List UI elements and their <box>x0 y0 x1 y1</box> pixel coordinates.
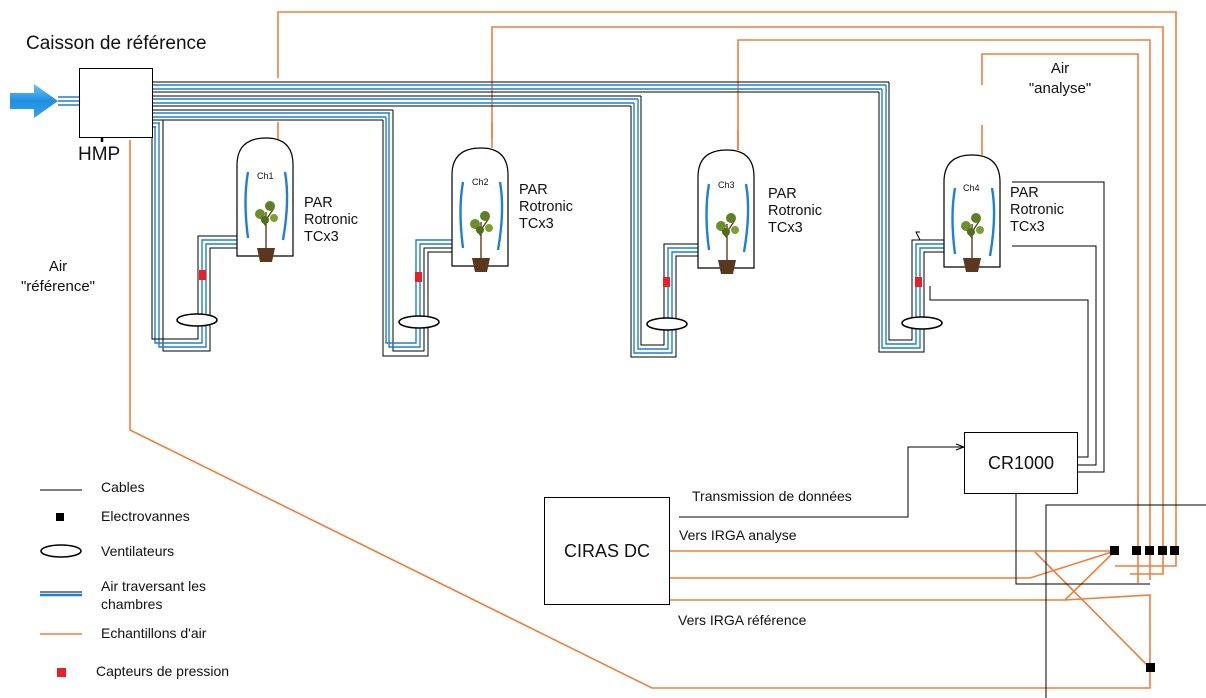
pressure-sensor-icons <box>199 270 922 287</box>
irga-reference-label: Vers IRGA référence <box>678 612 807 628</box>
ciras-analyzer: CIRAS DC <box>544 497 670 605</box>
pressure-sensor-icon <box>663 277 670 287</box>
legend-fan-icon <box>40 544 82 558</box>
ciras-label: CIRAS DC <box>563 540 650 561</box>
cr1000-label: CR1000 <box>987 452 1055 473</box>
air-reference-label: Air "référence" <box>20 258 96 295</box>
cr1000-logger: CR1000 <box>964 432 1078 494</box>
cable-lines <box>679 181 1206 698</box>
valve-icons <box>1110 546 1179 672</box>
air-loop-ch1 <box>151 120 240 352</box>
chamber-id-label: Ch1 <box>257 171 274 181</box>
air-loop-ch2 <box>382 110 452 357</box>
sensor-list-ch3: PAR Rotronic TCx3 <box>768 186 822 236</box>
chamber-id-label: Ch4 <box>963 183 980 193</box>
legend-label-valves: Electrovannes <box>101 508 190 524</box>
chamber-ch4 <box>943 154 1001 272</box>
chamber-ch3 <box>697 149 755 274</box>
fan-icon <box>176 313 218 327</box>
air-main-lines-dark <box>152 81 889 121</box>
sample-lines <box>129 11 1177 689</box>
hmp-label: HMP <box>78 144 121 165</box>
pressure-sensor-icon <box>415 272 422 282</box>
valve-icon <box>1146 663 1155 672</box>
legend-label-air-flow: Air traversant les chambres <box>101 578 207 612</box>
legend-label-fans: Ventilateurs <box>101 543 175 559</box>
air-analyse-label: Air "analyse" <box>1028 60 1092 97</box>
fan-icon <box>646 317 688 331</box>
pressure-sensor-icon <box>199 270 206 280</box>
chamber-ch2 <box>451 147 509 272</box>
inlet-arrow-icon <box>10 84 58 118</box>
legend-label-pressure: Capteurs de pression <box>96 663 230 679</box>
legend-valve-icon <box>56 513 64 521</box>
sensor-list-ch1: PAR Rotronic TCx3 <box>304 195 358 245</box>
air-loop-ch4 <box>878 82 944 353</box>
reference-box <box>79 68 153 138</box>
legend-label-samples: Echantillons d'air <box>101 625 207 641</box>
valve-icon <box>1132 546 1141 555</box>
legend-symbols <box>40 489 82 677</box>
chamber-id-label: Ch2 <box>472 177 489 187</box>
valve-icon <box>1145 546 1154 555</box>
pressure-sensor-icon <box>915 277 922 287</box>
reference-box-title: Caisson de référence <box>26 33 207 54</box>
air-loop-ch3 <box>630 96 698 358</box>
inlet-lines <box>58 96 80 106</box>
chamber-ch1 <box>236 137 294 262</box>
valve-icon <box>1170 546 1179 555</box>
valve-icon <box>1110 546 1119 555</box>
fan-icons <box>176 313 943 331</box>
sensor-list-ch2: PAR Rotronic TCx3 <box>519 182 573 232</box>
legend-pressure-icon <box>57 668 66 677</box>
irga-analysis-label: Vers IRGA analyse <box>679 527 797 543</box>
sensor-list-ch4: PAR Rotronic TCx3 <box>1010 185 1064 235</box>
chamber-id-label: Ch3 <box>718 180 735 190</box>
air-main-lines <box>152 84 886 128</box>
fan-icon <box>901 316 943 330</box>
data-transmission-label: Transmission de données <box>692 488 852 504</box>
legend-label-cables: Cables <box>101 479 145 495</box>
fan-icon <box>398 315 440 329</box>
valve-icon <box>1158 546 1167 555</box>
